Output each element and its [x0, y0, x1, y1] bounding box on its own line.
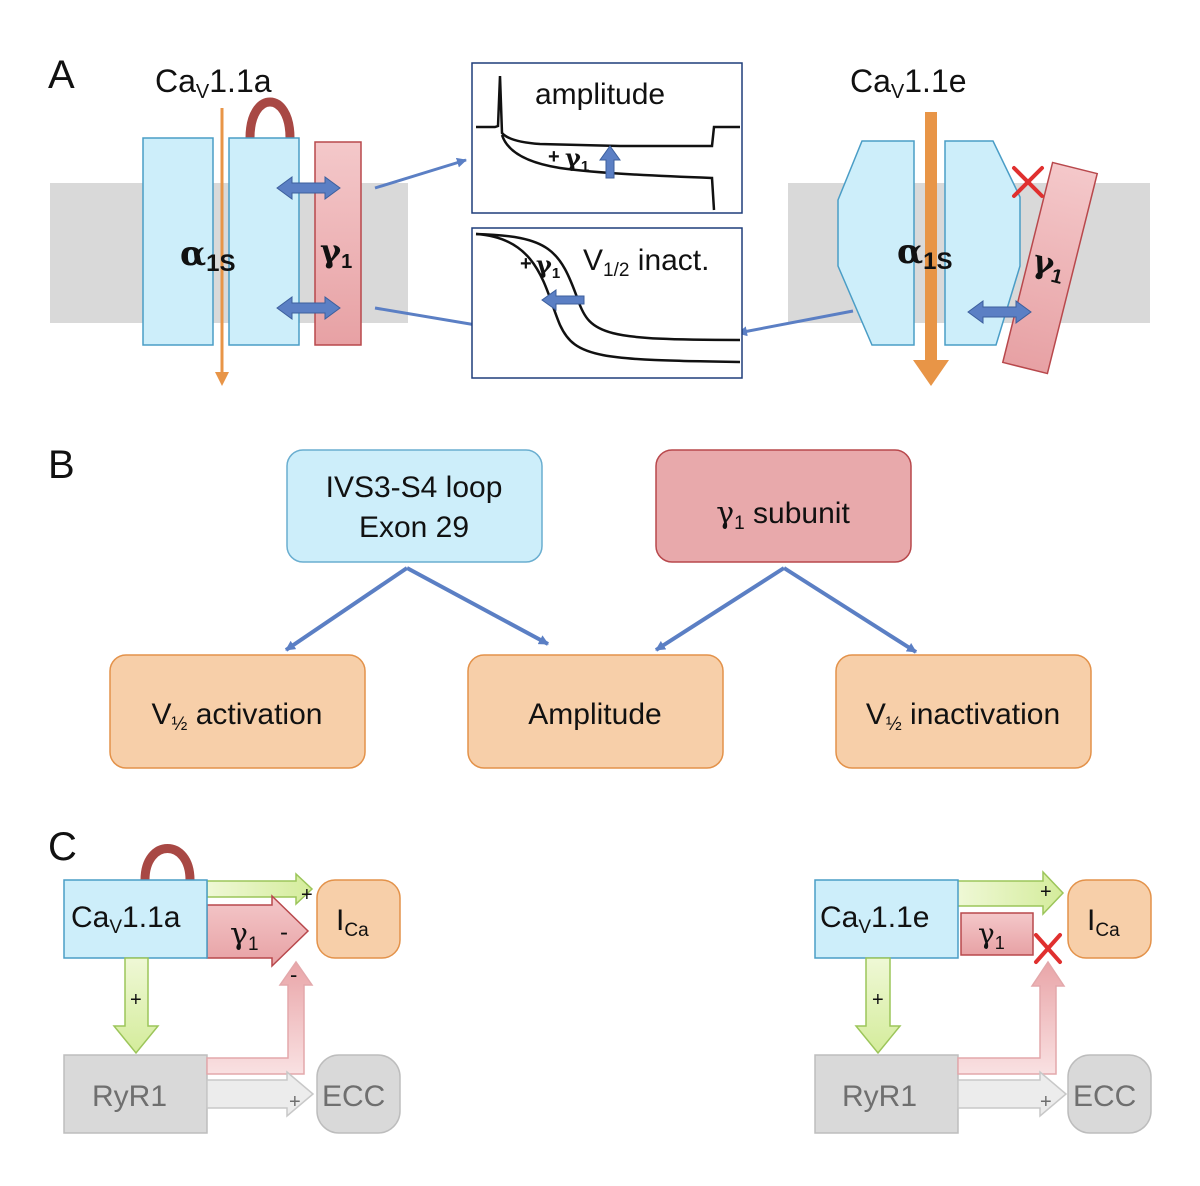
ica-box-left: [316, 879, 401, 959]
box-v-half-activation: [109, 654, 366, 769]
plus-arrow-to-ryr1-left: [112, 957, 160, 1055]
svg-text:γ1: γ1: [536, 250, 560, 282]
plus-down-left: +: [130, 989, 142, 1011]
ecc-label-right: ECC: [1073, 1080, 1136, 1113]
cav11e-box-c: [814, 879, 959, 959]
ecc-box-left: [316, 1054, 401, 1134]
svg-text:γ1: γ1: [565, 143, 589, 175]
amplitude-modulation-label: + γ1: [548, 143, 589, 175]
box-ivs3-line2: Exon 29: [359, 511, 469, 544]
svg-text:+: +: [548, 146, 560, 168]
ecc-box-right: [1067, 1054, 1152, 1134]
no-interaction-cross-c: [1034, 933, 1062, 964]
box-amplitude: [467, 654, 724, 769]
ca-flux-arrow-right: [913, 112, 949, 386]
amplitude-up-arrow: [599, 145, 621, 179]
plus-arrow-to-ecc-left: [206, 1070, 315, 1118]
box-ivs3-line1: IVS3-S4 loop: [326, 471, 503, 504]
plus-top-right: +: [1040, 881, 1052, 903]
gamma1-sign-left: -: [280, 919, 288, 946]
amplitude-inset: [471, 62, 743, 214]
cav11a-label-c: CaV1.1a: [71, 901, 181, 938]
box-amplitude-label: Amplitude: [528, 698, 661, 731]
current-traces: [476, 75, 740, 211]
amplitude-inset-label: amplitude: [535, 78, 665, 111]
pointer-from-cav11e: [737, 309, 854, 337]
arrow-gamma-to-amplitude: [654, 566, 786, 652]
inactivation-inset: [471, 227, 743, 379]
box-gamma1-label: γ1 subunit: [716, 496, 850, 534]
alpha-domain-1-right: [837, 140, 915, 346]
box-gamma1-subunit: [655, 449, 912, 563]
ica-label-left: ICa: [336, 904, 369, 941]
interaction-arrow-right: [967, 300, 1032, 324]
box-inactivation-label: V½ inactivation: [866, 698, 1060, 735]
panel-c-letter: C: [48, 825, 77, 869]
cav11e-label-c: CaV1.1e: [820, 901, 929, 938]
alpha1s-label-left: α1S: [180, 234, 236, 277]
interaction-arrow-lower-left: [276, 296, 341, 320]
iv-loop-c-left: [140, 844, 195, 881]
gamma1-label-c-right: γ1: [978, 917, 1005, 953]
box-v-half-inactivation: [835, 654, 1092, 769]
svg-text:+: +: [520, 253, 532, 275]
plus-ecc-right: +: [1040, 1091, 1052, 1113]
arrow-gamma-to-inactivation: [782, 566, 918, 654]
cav11e-title: CaV1.1e: [850, 63, 967, 103]
no-interaction-cross-a: [1012, 166, 1044, 198]
gamma1-inhibit-arrow-left: [206, 894, 310, 968]
gamma1-box-right: [960, 912, 1034, 956]
plus-arrow-to-ryr1-right: [854, 957, 902, 1055]
pointer-to-amplitude: [374, 157, 467, 190]
inactivation-inset-label: V1/2 inact.: [583, 244, 709, 281]
ryr1-box-right: [814, 1054, 959, 1134]
arrow-loop-to-amplitude: [406, 566, 549, 646]
inactivation-left-arrow: [541, 289, 585, 311]
minus-arrow-ryr1-to-ica-left: [206, 960, 314, 1075]
minus-up-left: -: [290, 962, 297, 987]
panel-b-letter: B: [48, 443, 75, 487]
gamma1-subunit-right: [1001, 161, 1099, 375]
alpha-domain-1-left: [142, 137, 214, 346]
iv-loop-left: [245, 97, 295, 139]
ica-label-right: ICa: [1087, 904, 1120, 941]
ryr1-label-right: RyR1: [842, 1080, 917, 1113]
cav11a-title: CaV1.1a: [155, 63, 272, 103]
pointer-to-inactivation: [374, 306, 483, 330]
plus-top-left: +: [301, 884, 313, 906]
box-activation-label: V½ activation: [152, 698, 323, 735]
inactivation-modulation-label: + γ1: [520, 250, 560, 282]
ca-flux-arrowhead-left: [215, 372, 229, 386]
ryr1-box-left: [63, 1054, 208, 1134]
plus-down-right: +: [872, 989, 884, 1011]
ecc-label-left: ECC: [322, 1080, 385, 1113]
interaction-arrow-upper-left: [276, 176, 341, 200]
plus-arrow-to-ecc-right: [957, 1070, 1068, 1118]
box-ivs3-s4-loop: [286, 449, 543, 563]
plus-arrow-to-ica-left: [206, 872, 314, 906]
plus-arrow-to-ica-right: [956, 870, 1065, 916]
ryr1-label-left: RyR1: [92, 1080, 167, 1113]
alpha1s-label-right: α1S: [897, 232, 953, 275]
gamma1-label-left: γ1: [320, 232, 352, 273]
plus-ecc-left: +: [289, 1091, 301, 1113]
gamma1-label-c-left: γ1: [230, 917, 259, 955]
arrow-loop-to-activation: [284, 566, 409, 652]
alpha-domain-2-right: [944, 140, 1021, 346]
ica-box-right: [1067, 879, 1152, 959]
arrow-ryr1-to-ica-right: [957, 960, 1066, 1075]
panel-a-letter: A: [48, 53, 75, 97]
